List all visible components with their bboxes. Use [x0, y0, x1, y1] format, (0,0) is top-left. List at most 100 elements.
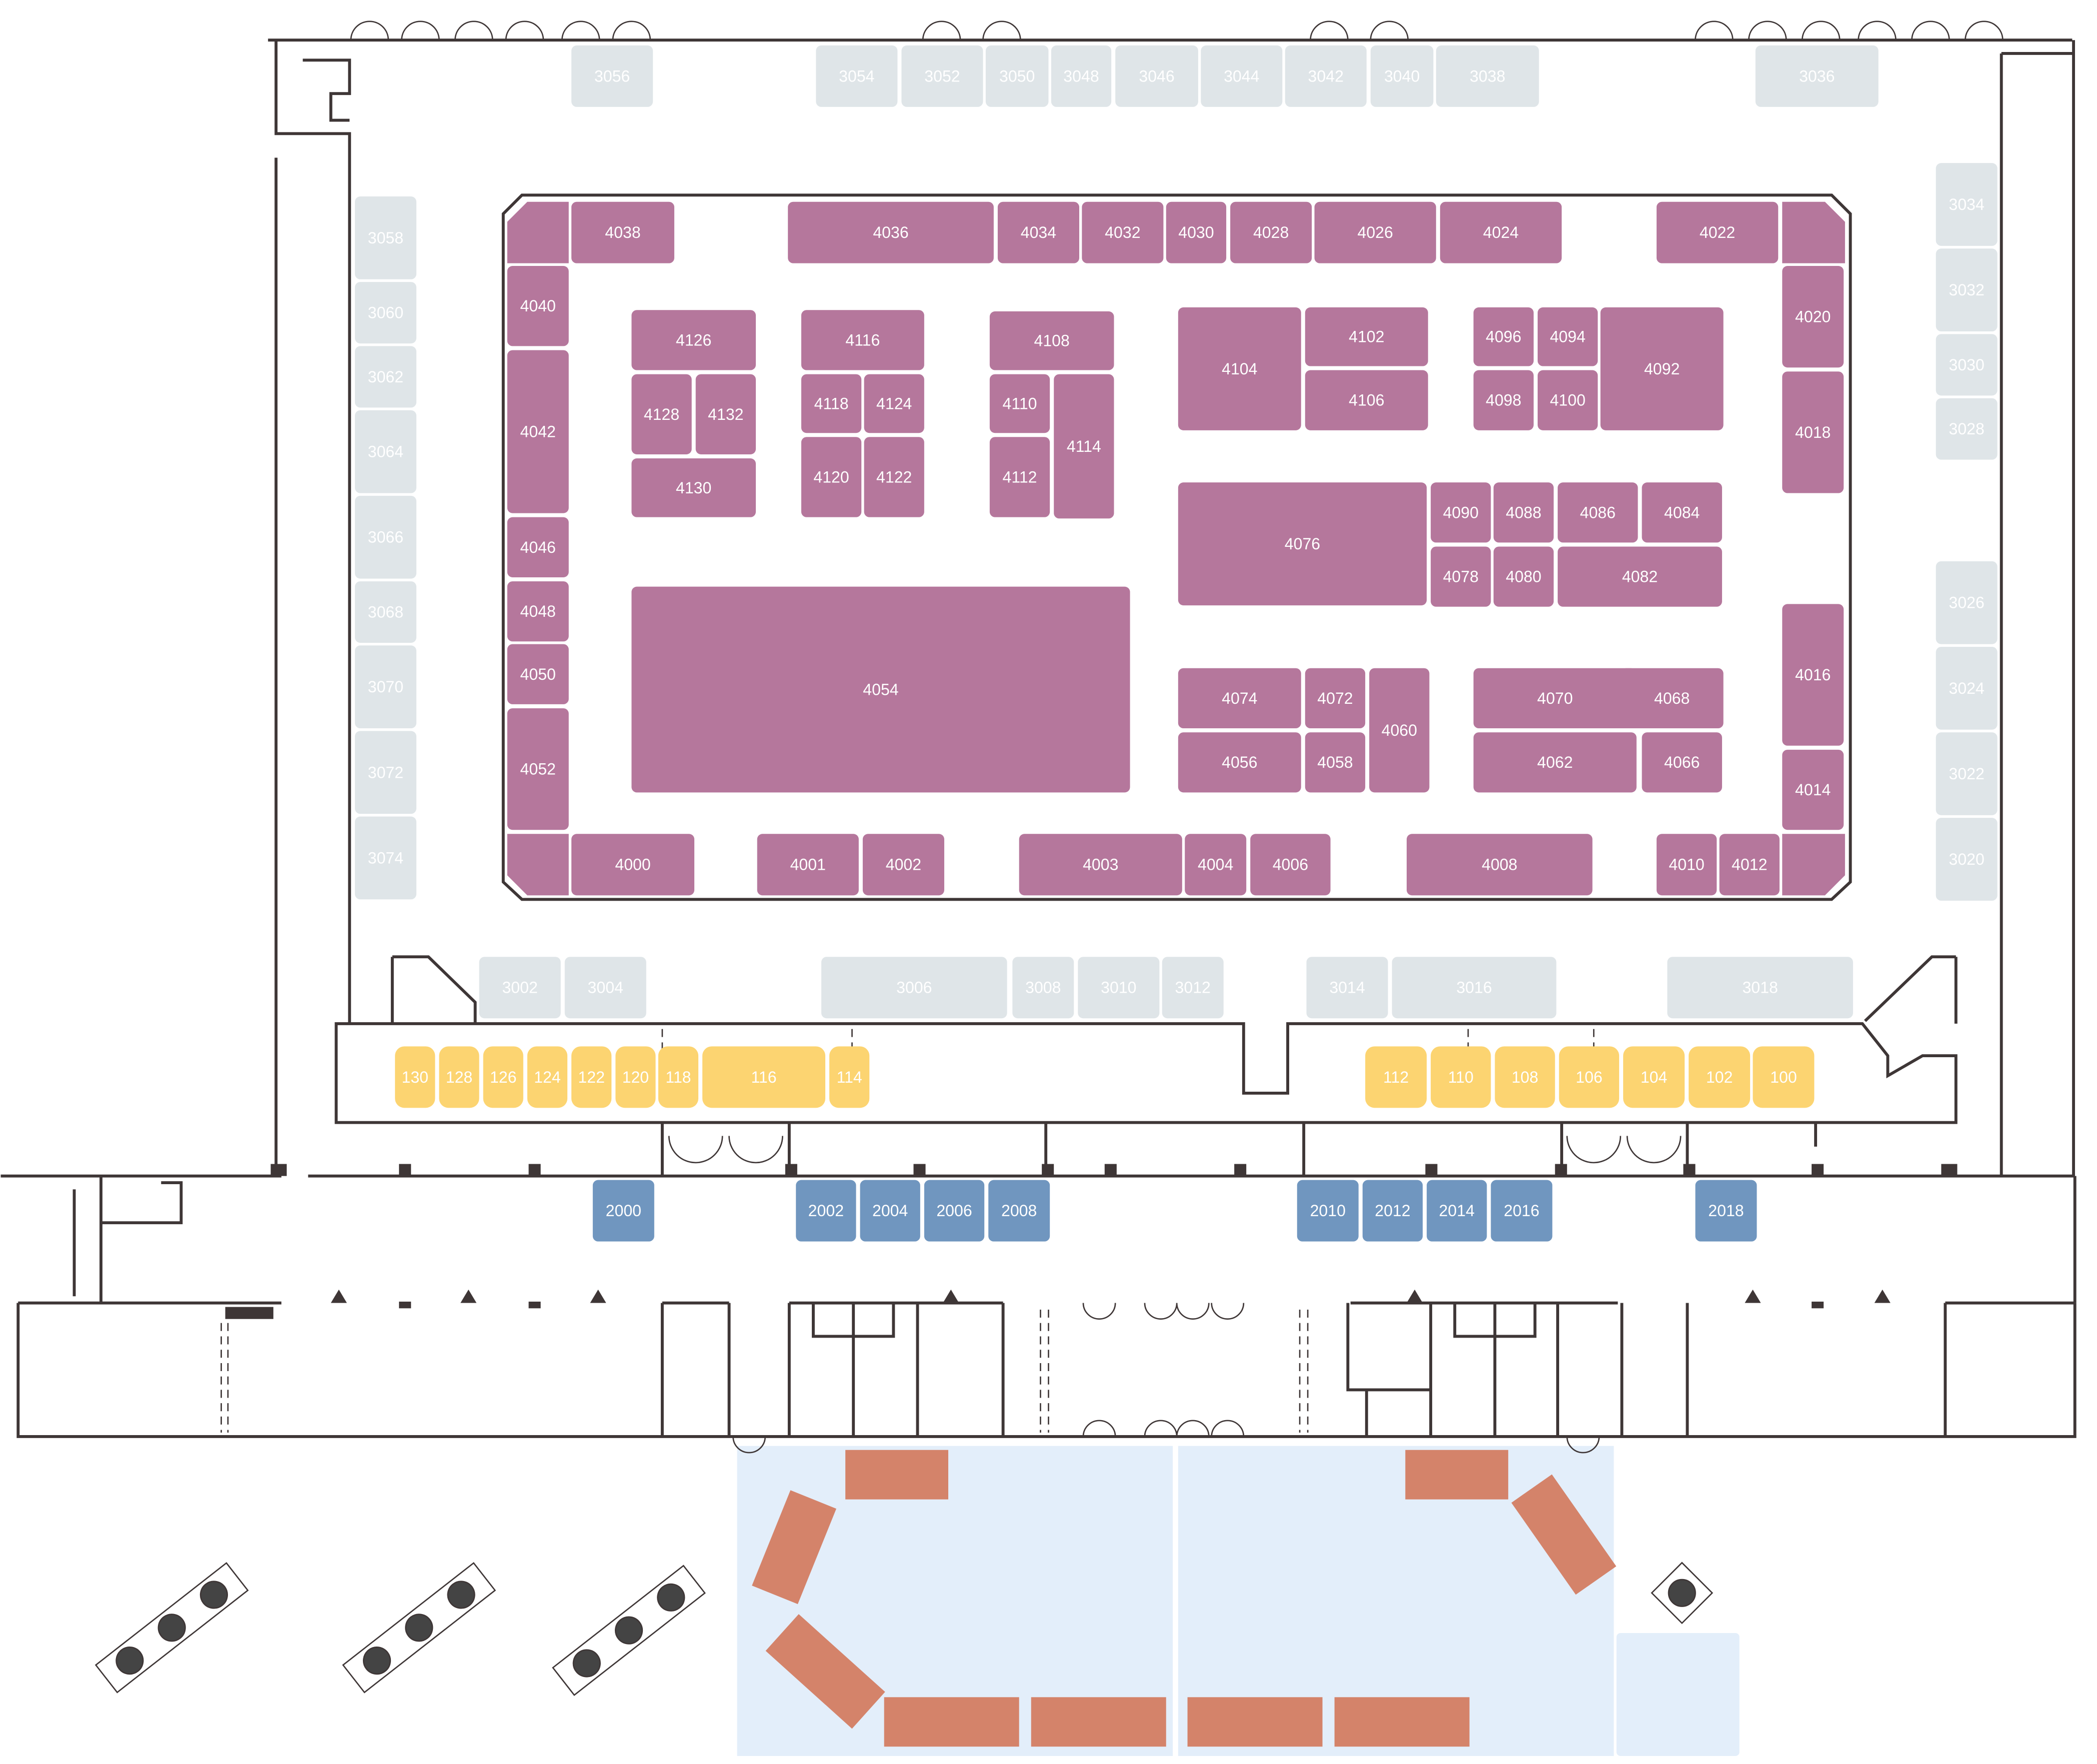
booth-exhibit-hall[interactable]: 4094 — [1537, 307, 1598, 366]
booth-exhibit-hall[interactable]: 4022 — [1656, 201, 1779, 263]
booth-perimeter[interactable]: 3026 — [1936, 561, 1998, 644]
booth-perimeter[interactable]: 3018 — [1667, 957, 1853, 1019]
booth-perimeter[interactable]: 3036 — [1755, 45, 1879, 107]
booth-perimeter[interactable]: 3016 — [1392, 957, 1557, 1019]
booth-exhibit-hall[interactable]: 4118 — [801, 374, 862, 433]
booth-concourse[interactable]: 2016 — [1491, 1180, 1553, 1242]
booth-exhibit-hall[interactable]: 4034 — [997, 201, 1079, 263]
booth-perimeter[interactable]: 3064 — [354, 410, 416, 493]
booth-exhibit-hall[interactable]: 4098 — [1473, 370, 1534, 430]
booth-exhibit-hall[interactable]: 4046 — [507, 517, 569, 577]
booth-exhibit-hall[interactable]: 4130 — [631, 458, 756, 517]
booth-perimeter[interactable]: 3030 — [1936, 334, 1998, 396]
booth-exhibit-hall[interactable]: 4116 — [801, 310, 924, 370]
booth-exhibit-hall[interactable]: 4038 — [571, 201, 674, 263]
booth-perimeter[interactable]: 3068 — [354, 581, 416, 643]
corner-booth[interactable] — [1782, 201, 1845, 263]
booth-exhibit-hall[interactable]: 4006 — [1250, 834, 1331, 896]
booth-concourse[interactable]: 2012 — [1362, 1180, 1423, 1242]
booth-lobby[interactable]: 126 — [483, 1046, 523, 1108]
booth-perimeter[interactable]: 3012 — [1162, 957, 1224, 1019]
corner-booth[interactable] — [507, 201, 569, 263]
booth-concourse[interactable]: 2008 — [988, 1180, 1050, 1242]
booth-perimeter[interactable]: 3070 — [354, 645, 416, 729]
booth-exhibit-hall[interactable]: 4002 — [862, 834, 944, 896]
booth-exhibit-hall[interactable]: 4078 — [1431, 546, 1491, 607]
booth-perimeter[interactable]: 3056 — [571, 45, 653, 107]
booth-exhibit-hall[interactable]: 4132 — [695, 374, 756, 454]
booth-exhibit-hall[interactable]: 4126 — [631, 310, 756, 370]
booth-perimeter[interactable]: 3046 — [1115, 45, 1198, 107]
booth-lobby[interactable]: 128 — [439, 1046, 479, 1108]
booth-concourse[interactable]: 2006 — [924, 1180, 985, 1242]
booth-lobby[interactable]: 116 — [702, 1046, 826, 1108]
booth-lobby[interactable]: 102 — [1689, 1046, 1751, 1108]
booth-exhibit-hall[interactable]: 4026 — [1314, 201, 1436, 263]
booth-perimeter[interactable]: 3044 — [1201, 45, 1283, 107]
booth-exhibit-hall[interactable]: 4052 — [507, 708, 569, 830]
corner-booth[interactable] — [1782, 834, 1845, 896]
booth-perimeter[interactable]: 3034 — [1936, 163, 1998, 246]
booth-exhibit-hall[interactable]: 4106 — [1305, 370, 1428, 430]
booth-exhibit-hall[interactable]: 4054 — [631, 586, 1130, 793]
booth-lobby[interactable]: 110 — [1431, 1046, 1491, 1108]
booth-exhibit-hall[interactable]: 4010 — [1656, 834, 1717, 896]
booth-lobby[interactable]: 114 — [829, 1046, 870, 1108]
booth-perimeter[interactable]: 3014 — [1306, 957, 1388, 1019]
booth-lobby[interactable]: 122 — [571, 1046, 612, 1108]
booth-perimeter[interactable]: 3054 — [816, 45, 898, 107]
booth-perimeter[interactable]: 3052 — [901, 45, 983, 107]
booth-exhibit-hall[interactable]: 4122 — [864, 437, 924, 517]
booth-exhibit-hall[interactable]: 4110 — [989, 374, 1050, 433]
booth-exhibit-hall[interactable]: 4014 — [1782, 749, 1844, 830]
booth-concourse[interactable]: 2004 — [860, 1180, 920, 1242]
booth-exhibit-hall[interactable]: 4024 — [1440, 201, 1562, 263]
booth-perimeter[interactable]: 3066 — [354, 495, 416, 579]
booth-perimeter[interactable]: 3004 — [564, 957, 646, 1019]
booth-exhibit-hall[interactable]: 4040 — [507, 266, 569, 346]
booth-perimeter[interactable]: 3042 — [1285, 45, 1367, 107]
booth-lobby[interactable]: 106 — [1559, 1046, 1620, 1108]
booth-exhibit-hall[interactable]: 4076 — [1178, 482, 1427, 606]
booth-perimeter[interactable]: 3028 — [1936, 398, 1998, 460]
booth-exhibit-hall[interactable]: 4062 — [1473, 732, 1637, 793]
booth-exhibit-hall[interactable]: 4088 — [1493, 482, 1554, 543]
booth-exhibit-hall[interactable]: 4001 — [757, 834, 859, 896]
booth-perimeter[interactable]: 3058 — [354, 196, 416, 279]
booth-exhibit-hall[interactable]: 4020 — [1782, 266, 1844, 368]
booth-perimeter[interactable]: 3050 — [985, 45, 1049, 107]
corner-booth[interactable] — [507, 834, 569, 896]
booth-exhibit-hall[interactable]: 4028 — [1230, 201, 1312, 263]
booth-exhibit-hall[interactable]: 4080 — [1493, 546, 1554, 607]
booth-exhibit-hall[interactable]: 4008 — [1406, 834, 1593, 896]
booth-perimeter[interactable]: 3074 — [354, 816, 416, 900]
booth-exhibit-hall[interactable]: 4050 — [507, 644, 569, 704]
booth-lobby[interactable]: 100 — [1753, 1046, 1815, 1108]
booth-exhibit-hall[interactable]: 4114 — [1054, 374, 1114, 519]
booth-perimeter[interactable]: 3006 — [821, 957, 1007, 1019]
booth-exhibit-hall[interactable]: 4120 — [801, 437, 862, 517]
booth-exhibit-hall[interactable]: 4108 — [989, 311, 1114, 370]
booth-exhibit-hall[interactable]: 4124 — [864, 374, 924, 433]
booth-exhibit-hall[interactable]: 4068 — [1620, 668, 1724, 729]
booth-perimeter[interactable]: 3022 — [1936, 732, 1998, 815]
booth-exhibit-hall[interactable]: 4058 — [1305, 732, 1366, 793]
booth-exhibit-hall[interactable]: 4112 — [989, 437, 1050, 517]
booth-exhibit-hall[interactable]: 4003 — [1019, 834, 1182, 896]
booth-exhibit-hall[interactable]: 4092 — [1600, 307, 1724, 430]
booth-perimeter[interactable]: 3040 — [1370, 45, 1434, 107]
booth-exhibit-hall[interactable]: 4100 — [1537, 370, 1598, 430]
booth-exhibit-hall[interactable]: 4070 — [1473, 668, 1637, 729]
booth-perimeter[interactable]: 3002 — [479, 957, 561, 1019]
booth-exhibit-hall[interactable]: 4102 — [1305, 307, 1428, 366]
booth-lobby[interactable]: 130 — [395, 1046, 435, 1108]
booth-lobby[interactable]: 112 — [1365, 1046, 1427, 1108]
booth-exhibit-hall[interactable]: 4074 — [1178, 668, 1301, 729]
booth-exhibit-hall[interactable]: 4086 — [1558, 482, 1638, 543]
booth-lobby[interactable]: 104 — [1623, 1046, 1685, 1108]
booth-concourse[interactable]: 2018 — [1695, 1180, 1757, 1242]
booth-lobby[interactable]: 108 — [1495, 1046, 1555, 1108]
booth-lobby[interactable]: 118 — [658, 1046, 699, 1108]
booth-concourse[interactable]: 2000 — [592, 1180, 654, 1242]
booth-perimeter[interactable]: 3008 — [1012, 957, 1074, 1019]
